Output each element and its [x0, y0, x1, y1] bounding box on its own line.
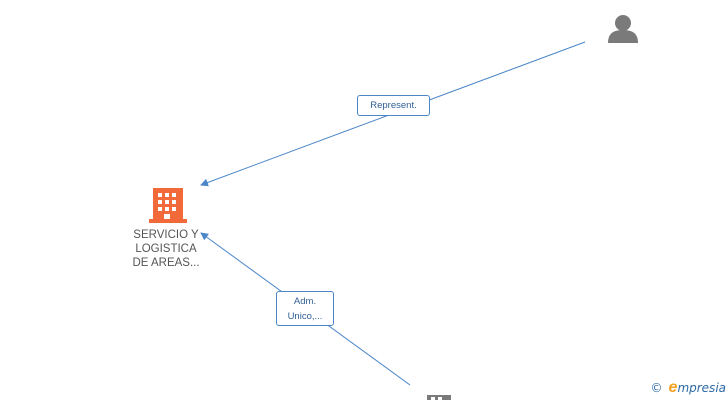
empresia-watermark: © empresia: [651, 378, 726, 398]
bottom-building-icon[interactable]: [427, 395, 451, 400]
brand-logo: empresia: [669, 379, 726, 397]
edge-label-represent[interactable]: Represent.: [357, 95, 430, 116]
brand-name: mpresia: [677, 381, 726, 395]
brand-initial: e: [668, 379, 678, 396]
company-label-line-3: DE AREAS...: [132, 257, 200, 269]
copyright-symbol: ©: [650, 381, 663, 395]
company-label[interactable]: SERVICIO Y LOGISTICA DE AREAS...: [116, 228, 216, 270]
edge-label-adm-line-2: Unico,...: [287, 311, 323, 322]
company-building-icon[interactable]: [149, 188, 187, 223]
company-label-line-1: SERVICIO Y: [133, 229, 199, 241]
edge-label-adm-unico[interactable]: Adm. Unico,...: [276, 291, 334, 326]
edge-label-adm-line-1: Adm.: [293, 296, 317, 307]
company-label-line-2: LOGISTICA: [135, 243, 197, 255]
person-icon[interactable]: [608, 15, 638, 43]
